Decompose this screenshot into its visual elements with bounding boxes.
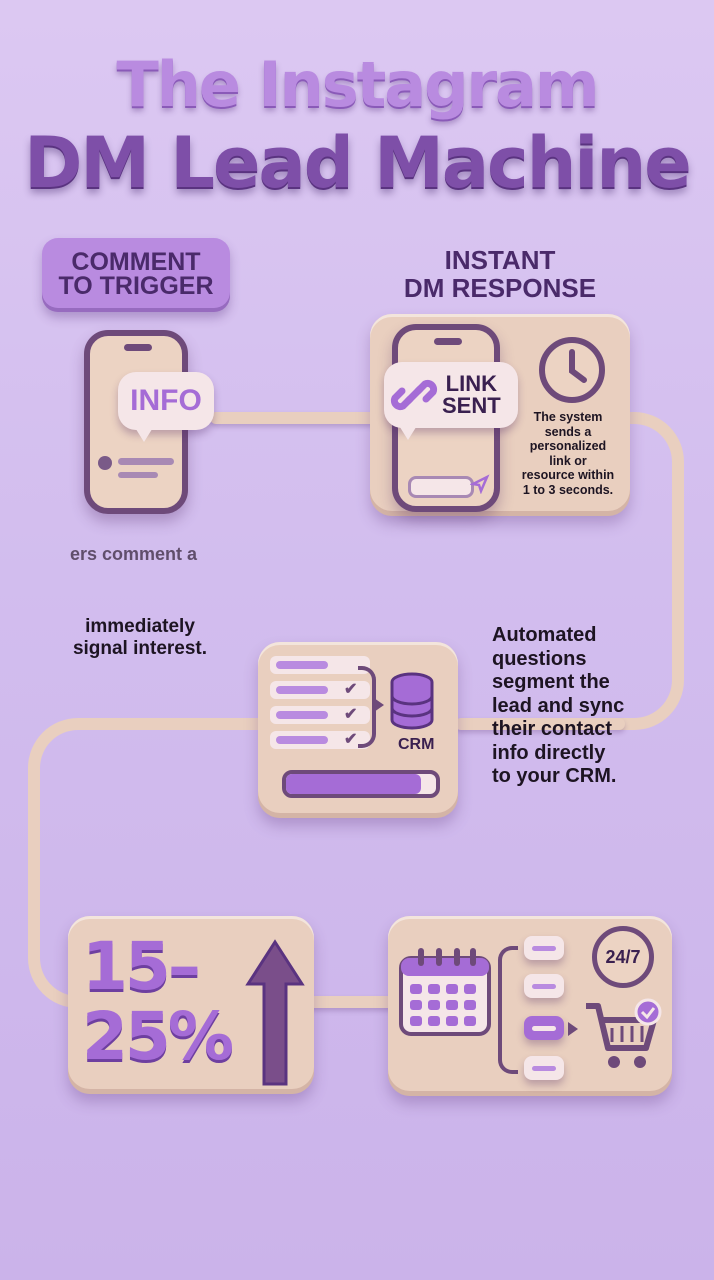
link-sent-bubble-tail [398, 424, 418, 440]
form-row: ✔ [270, 731, 370, 749]
conversion-stat-card: 15– 25% [68, 916, 314, 1094]
progress-fill [286, 774, 421, 794]
automation-card: 24/7 [388, 916, 672, 1096]
chat-bubble [524, 936, 564, 960]
step2-description: The system sends a personalized link or … [508, 410, 628, 497]
form-row: ✔ [270, 706, 370, 724]
info-bubble-text: INFO [130, 384, 202, 417]
conversion-stat-line1: 15– [82, 928, 201, 1005]
phone-notch [434, 338, 462, 345]
comment-avatar [98, 456, 112, 470]
bracket-arrow [374, 698, 384, 712]
badge-24-7: 24/7 [592, 926, 654, 988]
flow-arrow [568, 1022, 578, 1036]
chat-bubble [524, 974, 564, 998]
check-icon: ✔ [344, 706, 358, 723]
message-input-bar [408, 476, 474, 498]
step2-desc-line: sends a [544, 424, 592, 439]
step3-desc-line: info directly [492, 741, 606, 764]
comment-trigger-label: COMMENT TO TRIGGER [42, 238, 230, 312]
step1-caption: immediately signal interest. [40, 616, 240, 660]
phone-notch [124, 344, 152, 351]
connector-4-5 [300, 996, 400, 1008]
instant-dm-heading-line1: INSTANT [444, 245, 556, 275]
clock-icon [539, 337, 605, 403]
chat-bubble-active [524, 1016, 564, 1040]
step3-desc-line: Automated [492, 624, 597, 646]
shopping-cart-icon [586, 998, 662, 1068]
info-bubble: INFO [118, 372, 214, 430]
check-icon: ✔ [344, 731, 358, 748]
step2-desc-line: The system [533, 410, 603, 424]
link-icon [390, 379, 438, 411]
comment-trigger-label-line2: TO TRIGGER [58, 272, 214, 300]
send-icon [470, 474, 490, 494]
form-rows: ✔ ✔ ✔ [270, 656, 370, 756]
step3-desc-line: lead and sync [492, 694, 625, 717]
form-row [270, 656, 370, 674]
step2-desc-line: resource within [521, 468, 615, 482]
instant-dm-heading: INSTANT DM RESPONSE [360, 246, 640, 302]
step3-desc-line: to your CRM. [492, 765, 617, 787]
step3-desc-line: questions [492, 647, 587, 670]
step1-caption-fragment: ers comment a [70, 544, 198, 564]
link-sent-text: LINK SENT [442, 373, 501, 417]
link-sent-bubble: LINK SENT [384, 362, 518, 428]
crm-sync-card: ✔ ✔ ✔ CRM [258, 642, 458, 818]
badge-24-7-text: 24/7 [605, 946, 641, 967]
form-row: ✔ [270, 681, 370, 699]
progress-bar [282, 770, 440, 798]
comment-line [118, 472, 158, 478]
info-bubble-tail [134, 426, 154, 442]
comment-trigger-label-line1: COMMENT [71, 248, 201, 276]
step3-description: Automated questions segment the lead and… [492, 624, 692, 789]
link-sent-line1: LINK [445, 371, 497, 396]
database-icon [390, 672, 434, 730]
comment-line [118, 458, 174, 465]
chat-bubble [524, 1056, 564, 1080]
check-icon: ✔ [344, 681, 358, 698]
link-sent-line2: SENT [442, 393, 501, 418]
crm-label: CRM [398, 736, 435, 753]
step1-caption-line1: immediately [85, 616, 195, 637]
connector-1-2 [210, 412, 380, 424]
arrow-up-icon [245, 939, 305, 1086]
instant-dm-heading-line2: DM RESPONSE [403, 273, 597, 303]
conversion-stat-line2: 25% [82, 998, 234, 1075]
flow-bracket [498, 946, 518, 1074]
step2-desc-line: personalized [529, 439, 607, 453]
title-line-2: DM Lead Machine [24, 122, 691, 204]
step1-caption-line2: signal interest. [72, 638, 208, 659]
conversion-stat: 15– 25% [82, 928, 234, 1075]
calendar-icon [399, 948, 491, 1036]
connector-3-in [455, 718, 625, 730]
step3-desc-line: their contact [492, 718, 613, 740]
step2-desc-line: 1 to 3 seconds. [522, 482, 614, 497]
step2-desc-line: link or [549, 453, 587, 468]
step3-desc-line: segment the [492, 671, 610, 693]
title-line-1: The Instagram [116, 48, 599, 121]
